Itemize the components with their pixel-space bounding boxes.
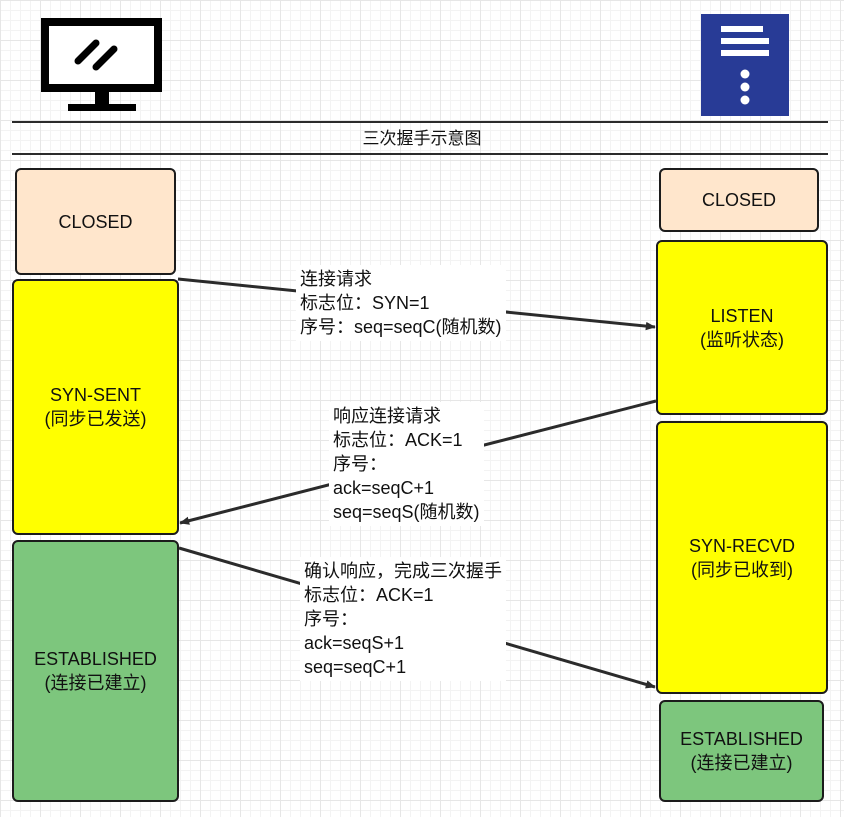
server-icon — [701, 14, 789, 116]
title-top-divider — [12, 121, 828, 123]
monitor-icon — [41, 18, 162, 111]
title-bottom-divider — [12, 153, 828, 155]
message-line: 连接请求 — [300, 269, 372, 289]
message-line: 标志位：SYN=1 — [300, 293, 430, 313]
client-syn-sent-state: SYN-SENT (同步已发送) — [12, 279, 179, 535]
state-sublabel: (同步已收到) — [691, 559, 793, 580]
state-label: LISTEN — [710, 305, 774, 326]
message-line: 标志位：ACK=1 — [304, 585, 434, 605]
message-line: 确认响应，完成三次握手 — [304, 561, 502, 581]
message-line: 序号：seq=seqC(随机数) — [300, 317, 502, 337]
message-line: seq=seqC+1 — [304, 657, 407, 677]
message-line: 序号： — [333, 454, 387, 474]
diagram-title: 三次握手示意图 — [362, 129, 482, 148]
state-sublabel: (连接已建立) — [690, 753, 793, 773]
syn-message-label: 连接请求 标志位：SYN=1 序号：seq=seqC(随机数) — [296, 265, 506, 341]
state-sublabel: (监听状态) — [700, 329, 784, 350]
state-label: CLOSED — [701, 190, 777, 210]
server-syn-recvd-state: SYN-RECVD (同步已收到) — [656, 421, 828, 694]
message-line: 序号： — [304, 609, 358, 629]
state-label: ESTABLISHED — [680, 729, 803, 749]
ack-message-label: 确认响应，完成三次握手 标志位：ACK=1 序号： ack=seqS+1 seq… — [300, 557, 506, 681]
server-listen-state: LISTEN (监听状态) — [656, 240, 828, 415]
message-line: seq=seqS(随机数) — [333, 502, 480, 522]
message-line: ack=seqC+1 — [333, 478, 435, 498]
message-line: 响应连接请求 — [333, 406, 441, 426]
server-closed-state: CLOSED — [659, 168, 819, 232]
message-line: ack=seqS+1 — [304, 633, 405, 653]
server-established-state: ESTABLISHED (连接已建立) — [659, 700, 824, 802]
state-label: SYN-RECVD — [688, 535, 795, 556]
state-label: ESTABLISHED — [34, 649, 157, 669]
client-closed-state: CLOSED — [15, 168, 176, 275]
syn-ack-message-label: 响应连接请求 标志位：ACK=1 序号： ack=seqC+1 seq=seqS… — [329, 402, 484, 526]
state-label: SYN-SENT — [49, 385, 141, 405]
state-sublabel: (连接已建立) — [44, 673, 147, 693]
state-sublabel: (同步已发送) — [44, 409, 147, 429]
client-established-state: ESTABLISHED (连接已建立) — [12, 540, 179, 802]
state-label: CLOSED — [58, 211, 133, 232]
message-line: 标志位：ACK=1 — [333, 430, 463, 450]
